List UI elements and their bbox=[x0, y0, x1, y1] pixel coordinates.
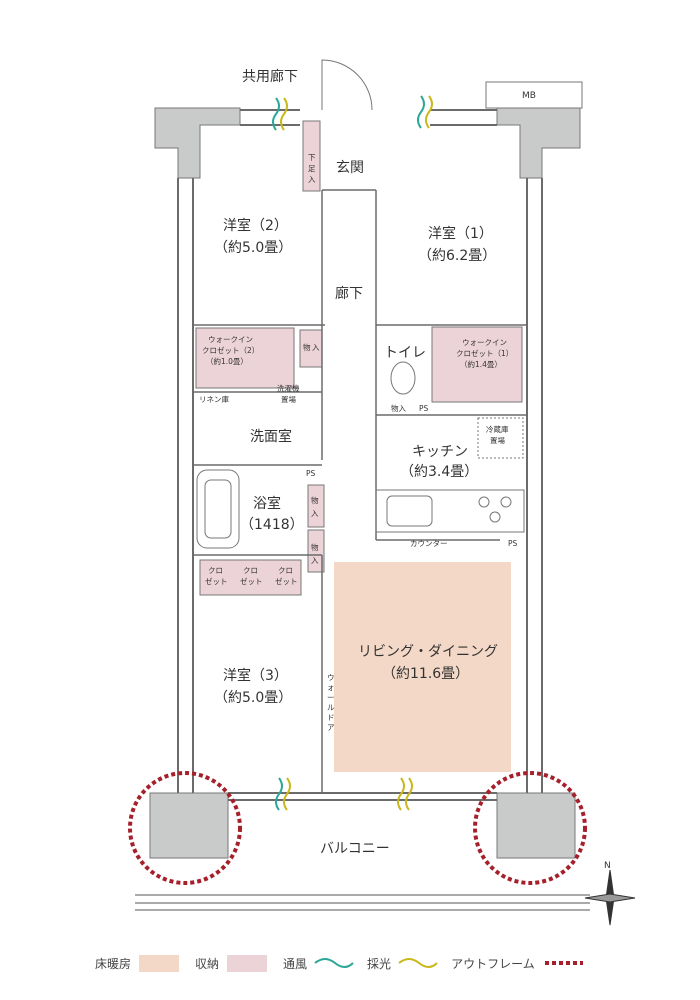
label-room1-size: （約6.2畳） bbox=[418, 248, 496, 264]
daylight-wave-icon bbox=[283, 777, 291, 811]
label-closet-a2: ゼット bbox=[205, 576, 228, 586]
label-hallway: 廊下 bbox=[335, 285, 363, 302]
label-storage-2a: 物 bbox=[311, 495, 319, 505]
label-closet-c2: ゼット bbox=[275, 576, 298, 586]
legend-storage-swatch bbox=[227, 954, 268, 972]
legend-ventilation-wave-icon bbox=[314, 958, 354, 968]
label-balcony: バルコニー bbox=[320, 841, 390, 857]
label-geta-1: 下 bbox=[308, 153, 316, 162]
label-toilet: トイレ bbox=[384, 345, 426, 361]
label-living-name: リビング・ダイニング bbox=[358, 644, 498, 660]
label-room2-name: 洋室（2） bbox=[223, 217, 288, 234]
toilet-fixture bbox=[390, 361, 416, 395]
legend-daylight-label: 採光 bbox=[367, 956, 392, 971]
label-storage-3b: 入 bbox=[311, 556, 319, 565]
label-mb: MB bbox=[522, 91, 536, 101]
legend-ventilation-label: 通風 bbox=[283, 956, 308, 971]
label-wic2-1: ウォークイン bbox=[208, 335, 253, 344]
daylight-wave-icon bbox=[425, 95, 433, 129]
legend-outframe-dots-icon bbox=[544, 961, 583, 965]
label-common-corridor: 共用廊下 bbox=[242, 68, 298, 85]
label-counter: カウンター bbox=[410, 539, 448, 548]
floor-heating-area bbox=[334, 562, 511, 772]
outframe-markers bbox=[128, 771, 587, 885]
label-wic1-2: クロゼット（1） bbox=[456, 348, 513, 358]
label-linen: リネン庫 bbox=[199, 394, 229, 404]
interior-walls bbox=[193, 189, 527, 793]
label-wall-door-2: ォ bbox=[327, 683, 335, 692]
label-bath-size: （1418） bbox=[240, 517, 304, 533]
label-fridge-2: 置場 bbox=[490, 435, 505, 445]
label-washroom: 洗面室 bbox=[250, 428, 292, 445]
label-ps-counter: PS bbox=[508, 539, 518, 548]
label-geta-3: 入 bbox=[308, 175, 316, 184]
legend-floor-heating-swatch bbox=[139, 954, 180, 972]
label-washer-2: 置場 bbox=[281, 394, 296, 404]
pillars bbox=[149, 107, 581, 859]
label-fridge-1: 冷蔵庫 bbox=[486, 424, 509, 434]
daylight-wave-icon bbox=[280, 97, 288, 131]
label-storage-1b: 入 bbox=[312, 343, 320, 352]
label-geta-2: 足 bbox=[308, 164, 316, 173]
label-entrance: 玄関 bbox=[336, 159, 364, 176]
label-storage-3a: 物 bbox=[311, 542, 319, 552]
label-kitchen-name: キッチン bbox=[412, 444, 468, 460]
label-room1-name: 洋室（1） bbox=[428, 225, 493, 242]
label-bath-name: 浴室 bbox=[253, 495, 281, 512]
label-wic1-3: （約1.4畳） bbox=[460, 359, 502, 369]
daylight-wave-icon bbox=[397, 777, 405, 811]
label-wall-door-6: ア bbox=[327, 723, 335, 732]
wave-icons bbox=[272, 95, 433, 811]
legend-outframe-label: アウトフレーム bbox=[451, 956, 535, 971]
label-wic2-2: クロゼット（2） bbox=[202, 345, 259, 355]
label-storage-1a: 物 bbox=[303, 342, 311, 352]
daylight-wave-icon bbox=[405, 777, 413, 811]
label-washer-1: 洗濯機 bbox=[277, 383, 300, 393]
legend-daylight-wave-icon bbox=[398, 958, 438, 968]
label-north: N bbox=[604, 861, 611, 871]
label-room3-name: 洋室（3） bbox=[223, 667, 288, 684]
label-closet-a1: クロ bbox=[208, 566, 223, 575]
kitchen-fixtures bbox=[375, 417, 525, 533]
label-wic1-1: ウォークイン bbox=[462, 338, 507, 347]
label-closet-b2: ゼット bbox=[240, 576, 263, 586]
ventilation-wave-icon bbox=[417, 95, 425, 129]
label-room3-size: （約5.0畳） bbox=[214, 690, 292, 706]
label-closet-b1: クロ bbox=[243, 566, 258, 575]
label-kitchen-size: （約3.4畳） bbox=[400, 464, 478, 480]
label-wic2-3: （約1.0畳） bbox=[206, 356, 248, 366]
floor-plan: 共用廊下 MB 下 足 入 玄関 洋室（2） （約5.0畳） 洋室（1） （約6… bbox=[128, 59, 636, 926]
label-wall-door-5: ド bbox=[327, 713, 335, 722]
label-wall-door-1: ウ bbox=[327, 673, 335, 682]
ventilation-wave-icon bbox=[275, 777, 283, 811]
label-ps-bath: PS bbox=[306, 469, 316, 478]
label-wall-door-3: ー bbox=[327, 693, 335, 702]
label-room2-size: （約5.0畳） bbox=[214, 240, 292, 256]
north-compass-icon bbox=[584, 869, 636, 926]
legend: 床暖房 収納 通風 採光 アウトフレーム bbox=[95, 952, 585, 974]
bathtub bbox=[196, 469, 240, 549]
balcony-rail bbox=[135, 894, 590, 911]
label-living-size: （約11.6畳） bbox=[382, 666, 469, 682]
label-toilet-store: 物入 bbox=[391, 403, 406, 413]
legend-storage-label: 収納 bbox=[195, 956, 220, 971]
label-storage-2b: 入 bbox=[311, 509, 319, 518]
label-closet-c1: クロ bbox=[278, 566, 293, 575]
label-wall-door-4: ル bbox=[327, 703, 335, 712]
legend-floor-heating-label: 床暖房 bbox=[95, 956, 132, 971]
exterior-walls bbox=[177, 109, 543, 801]
ventilation-wave-icon bbox=[272, 97, 280, 131]
label-ps-toilet: PS bbox=[419, 404, 429, 413]
entrance-door bbox=[321, 59, 583, 111]
